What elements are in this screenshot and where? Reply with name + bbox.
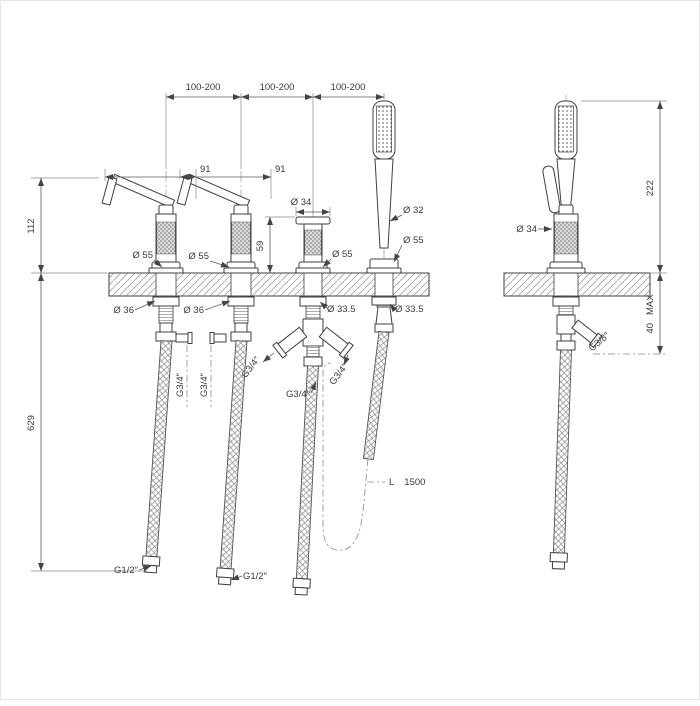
dia-side-handle: Ø 34 [516, 224, 537, 235]
centerlines [165, 95, 567, 361]
dia-shower-handle: Ø 32 [403, 205, 424, 216]
thread-handle-1: G3/4″ [175, 372, 186, 397]
hose-handle-1 [141, 340, 173, 574]
dia-shower-holder: Ø 55 [403, 235, 424, 246]
dim-deck-thickness: 40MAX [645, 294, 656, 334]
hose-side [549, 349, 572, 570]
dim-height-above-deck: 112 [26, 218, 37, 233]
dia-escutcheon-1: Ø 55 [132, 250, 153, 261]
dim-spout-height: 59 [255, 241, 266, 252]
dia-tail-spout: Ø 33.5 [327, 304, 356, 315]
dim-spacing-3: 100-200 [331, 82, 366, 93]
dim-side-height: 222 [645, 180, 656, 196]
dim-lever-2: 91 [275, 164, 286, 175]
mounting-deck-side [503, 272, 651, 297]
hose-spout [292, 365, 319, 596]
thread-hose-2: G1/2″ [243, 571, 268, 582]
dimension-side-view: Ø 34 222 40MAX [516, 100, 667, 355]
thread-spout-right: G3/4″ [327, 361, 351, 387]
dim-spacing-1: 100-200 [186, 82, 221, 93]
thread-hose-1: G1/2″ [114, 565, 139, 576]
dia-tail-shower: Ø 33.5 [395, 304, 424, 315]
dimension-lever-width: 91 91 [104, 164, 286, 199]
mounting-deck-front [108, 272, 430, 297]
dia-tail-1: Ø 36 [113, 305, 134, 316]
dimension-left-heights: 112 629 [26, 177, 147, 572]
handshower [322, 100, 402, 551]
thread-handle-2: G3/4″ [199, 372, 210, 397]
dimension-hole-spacing: 100-200 100-200 100-200 [165, 82, 385, 213]
dia-spout-top: Ø 34 [291, 197, 312, 208]
diameter-labels-above-deck: Ø 55 Ø 55 Ø 55 Ø 55 Ø 32 [132, 205, 424, 268]
spout-right-inlet [318, 326, 354, 359]
spout-left-inlet [272, 326, 308, 359]
side-view [542, 100, 603, 570]
spout [272, 216, 354, 596]
thread-spout-center: G3/4″ [286, 389, 311, 400]
dim-lever-1: 91 [200, 164, 211, 175]
diameter-labels-below-deck: Ø 36 Ø 36 Ø 33.5 Ø 33.5 [113, 300, 424, 316]
shower-hose [362, 330, 390, 461]
dim-depth-below-deck: 629 [26, 415, 37, 431]
dim-spacing-2: 100-200 [260, 82, 295, 93]
dia-escutcheon-2: Ø 55 [188, 251, 209, 262]
handle-1 [101, 173, 193, 574]
hose-handle-2 [215, 340, 248, 586]
dimension-spout: Ø 34 59 [255, 197, 331, 273]
dia-escutcheon-spout: Ø 55 [332, 249, 353, 260]
dia-tail-2: Ø 36 [183, 305, 204, 316]
side-angled-outlet [571, 319, 603, 349]
shower-hose-routing [322, 362, 369, 551]
